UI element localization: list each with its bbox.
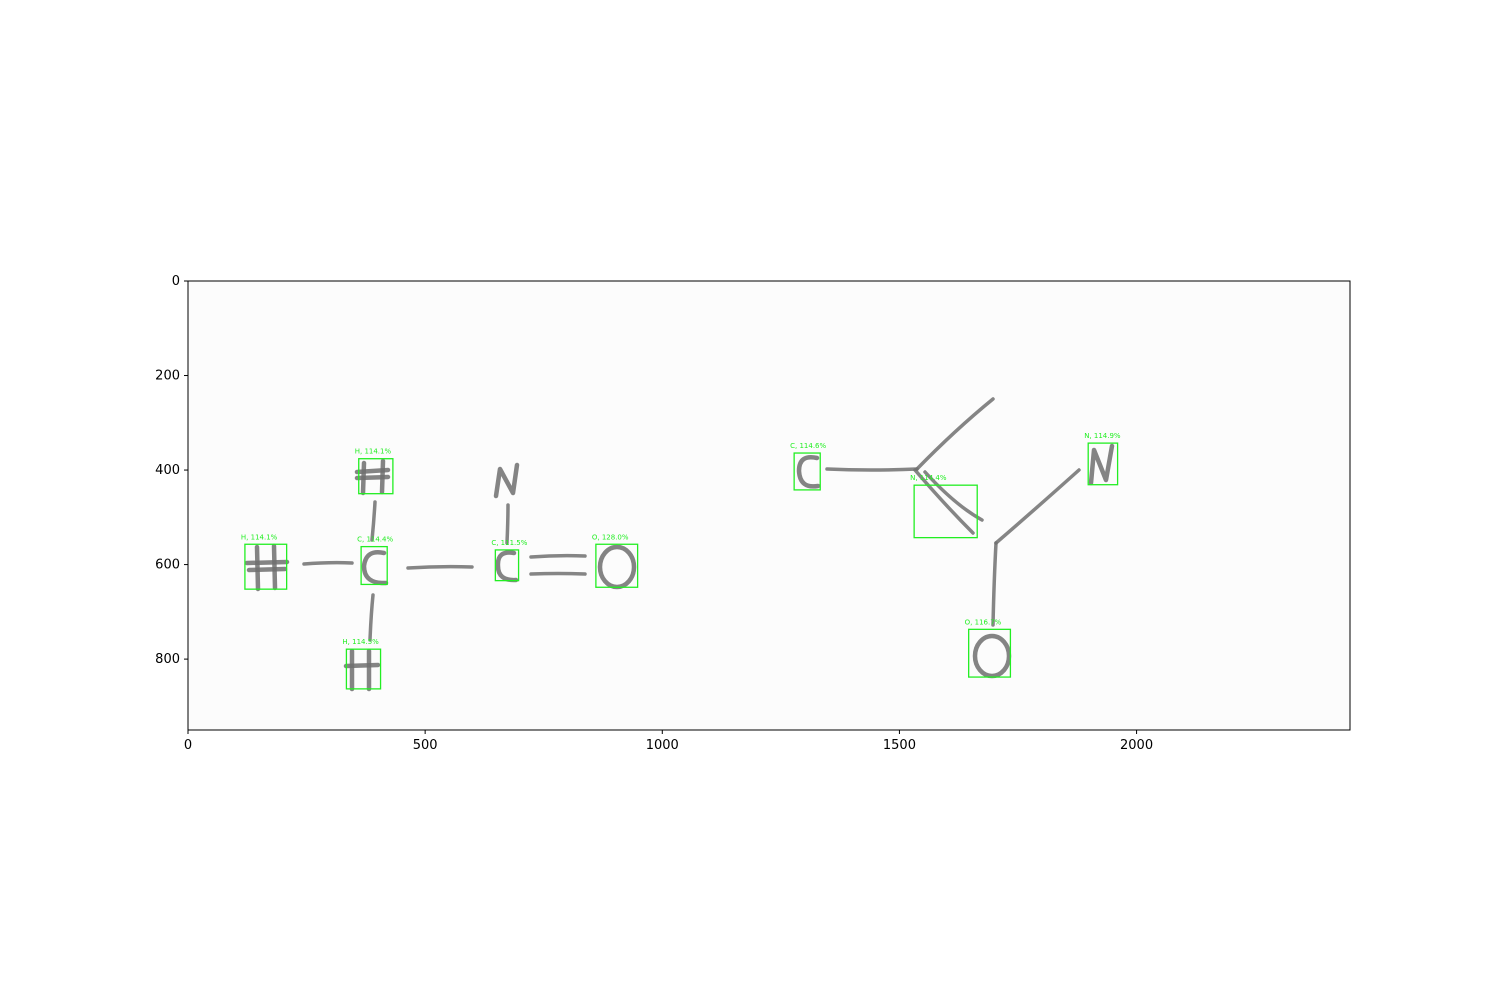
glyph-c-center	[361, 550, 389, 586]
detection-box-h	[345, 648, 382, 690]
y-tick-label: 600	[155, 558, 180, 573]
x-tick-label: 2000	[1120, 738, 1153, 753]
glyph-h-bottom	[343, 648, 381, 692]
glyph-h-top	[354, 458, 391, 496]
glyph-o-far	[972, 633, 1012, 679]
glyph-c-far	[796, 455, 821, 489]
detection-box-h	[244, 543, 288, 590]
x-tick-label: 500	[413, 738, 438, 753]
detection-box-o	[968, 628, 1012, 678]
detection-label: H, 114.5%	[342, 638, 379, 646]
x-tick-label: 1500	[883, 738, 916, 753]
bond-co-double-1	[529, 553, 587, 559]
detection-label: O, 116.7%	[965, 618, 1002, 626]
detection-box-n	[1087, 442, 1119, 486]
glyph-c-right	[495, 550, 519, 583]
detection-label: H, 114.1%	[355, 448, 392, 456]
bond-h-top-c	[370, 500, 377, 542]
detection-layer: H, 114.1% H, 114.1% C, 114.4% H, 114.5% C, 1…	[241, 432, 1121, 690]
x-tick-label: 0	[184, 738, 192, 753]
x-tick-label: 1000	[646, 738, 679, 753]
detection-label: C, 114.4%	[357, 536, 393, 544]
bond-co-double-2	[529, 571, 587, 576]
glyph-n-far	[1088, 443, 1115, 486]
bond-to-n	[994, 468, 1081, 545]
bond-c-c	[406, 564, 474, 570]
detection-label: C, 114.6%	[790, 442, 826, 450]
detection-box-h	[358, 458, 394, 495]
detection-box-c	[494, 549, 520, 582]
bond-c-center	[825, 467, 919, 472]
detection-label: N, 114.9%	[1084, 432, 1121, 440]
bond-h-left-c	[302, 560, 354, 566]
glyph-h-left	[244, 543, 290, 592]
y-tick-label: 0	[172, 274, 180, 289]
bond-center-top	[915, 397, 995, 471]
detection-box-c	[360, 545, 388, 586]
detection-label: O, 128.0%	[592, 533, 629, 541]
y-tick-label: 200	[155, 369, 180, 384]
bond-to-o	[991, 541, 998, 627]
detection-label: H, 114.1%	[241, 533, 278, 541]
bond-c-h-bottom	[368, 593, 375, 642]
detection-box-n	[913, 484, 978, 539]
y-tick-label: 800	[155, 652, 180, 667]
sketch-image	[188, 281, 1350, 730]
bond-n-c	[505, 503, 510, 545]
detection-label: N, 114.4%	[910, 474, 947, 482]
detection-box-o	[595, 543, 639, 588]
y-tick-label: 400	[155, 463, 180, 478]
detection-box-c	[793, 452, 821, 491]
glyph-n-unboxed	[493, 462, 520, 499]
bond-triple-1	[913, 468, 975, 535]
axes-frame	[187, 280, 1351, 731]
molecule-left	[244, 458, 637, 692]
detection-label: C, 111.5%	[491, 539, 527, 547]
tick-layer: 0 500 1000 1500 2000 0 200 400 600 800	[155, 274, 1153, 753]
